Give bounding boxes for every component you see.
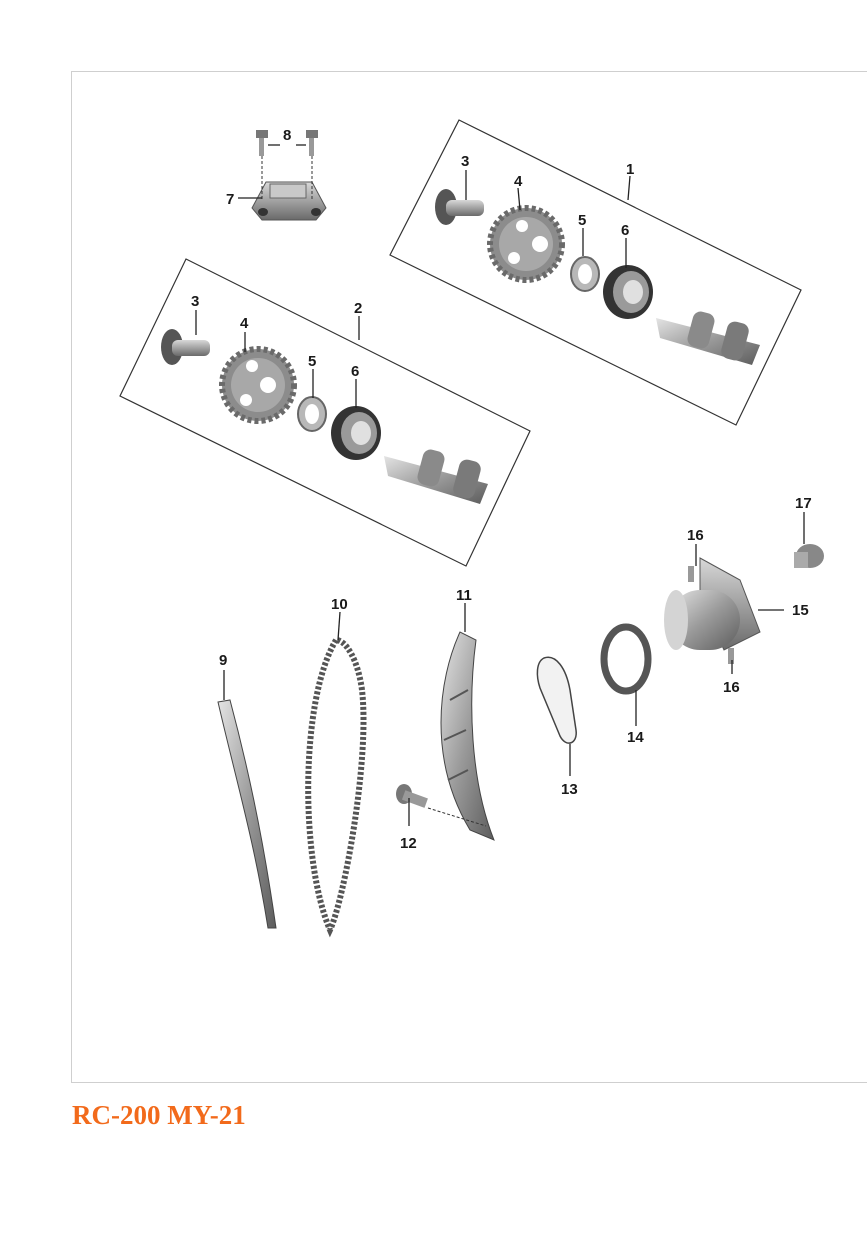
callout-4b: 4 (240, 315, 249, 332)
group-box-1 (389, 119, 802, 426)
guide-rail-icon (440, 631, 495, 841)
o-ring-icon (600, 623, 652, 695)
washer-icon-2 (297, 396, 327, 432)
tensioner-rail-icon (217, 699, 277, 929)
callout-16b: 16 (723, 679, 740, 696)
thrust-washer-icon (435, 189, 484, 225)
callout-3b: 3 (191, 293, 199, 310)
bearing-icon-2 (331, 406, 381, 460)
timing-chain-icon (305, 636, 367, 938)
plug-bolt-icon (794, 544, 824, 568)
callout-12: 12 (400, 835, 417, 852)
callout-5b: 5 (308, 353, 316, 370)
callout-11: 11 (456, 587, 472, 604)
callout-15: 15 (792, 602, 809, 619)
bolt-icon-2 (396, 784, 428, 808)
callout-4: 4 (514, 173, 523, 190)
camshaft-icon (656, 311, 760, 365)
chain-tensioner-icon (664, 557, 761, 664)
callout-6: 6 (621, 222, 629, 239)
sprocket-icon-2 (219, 346, 297, 424)
callout-13: 13 (561, 781, 578, 798)
group-box-2 (119, 258, 531, 567)
callout-8: 8 (283, 127, 291, 144)
sprocket-icon (487, 205, 565, 283)
callout-5: 5 (578, 212, 586, 229)
thrust-washer-icon-2 (161, 329, 210, 365)
callout-3: 3 (461, 153, 469, 170)
callout-16a: 16 (687, 527, 704, 544)
model-caption: RC-200 MY-21 (72, 1100, 246, 1130)
bracket-icon (251, 181, 327, 221)
gasket-icon (536, 656, 577, 744)
callout-6b: 6 (351, 363, 359, 380)
bolt-icon (256, 130, 318, 156)
camshaft-icon-2 (384, 449, 488, 504)
washer-icon (570, 256, 600, 292)
callout-1: 1 (626, 161, 634, 178)
bearing-icon (603, 265, 653, 319)
callout-17: 17 (795, 495, 812, 512)
callout-14: 14 (627, 729, 644, 746)
callout-10: 10 (331, 596, 348, 613)
callout-9: 9 (219, 652, 227, 669)
callout-7: 7 (226, 191, 234, 208)
callout-2: 2 (354, 300, 362, 317)
